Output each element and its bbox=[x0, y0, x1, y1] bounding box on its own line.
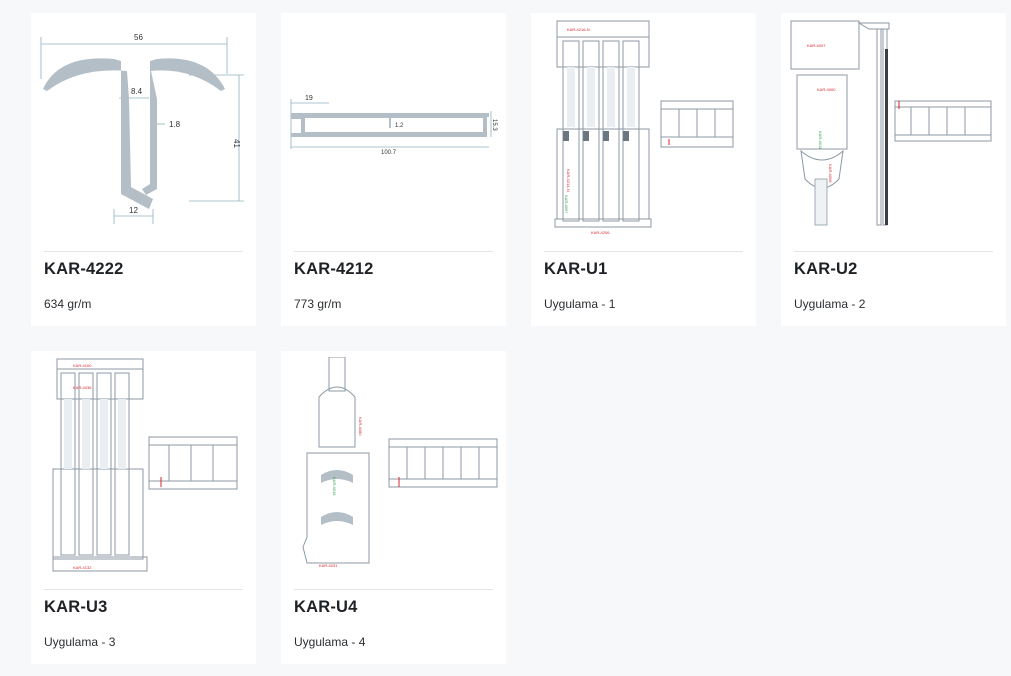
product-title[interactable]: KAR-U3 bbox=[44, 598, 108, 616]
product-card-kar-u3[interactable]: KAR-4100 KAR-4036 KAR-4132 KAR-U3 Uygula… bbox=[31, 351, 256, 664]
product-title[interactable]: KAR-U1 bbox=[544, 260, 608, 278]
product-card-kar-4222[interactable]: 56 8.4 1.8 41 12 KAR-4222 634 gr/m bbox=[31, 13, 256, 326]
card-divider bbox=[294, 589, 493, 590]
label-green: KAR-4016 bbox=[332, 477, 337, 496]
dim-width-label: 100.7 bbox=[381, 150, 397, 156]
product-application: Uygulama - 1 bbox=[544, 297, 616, 311]
product-application: Uygulama - 2 bbox=[794, 297, 866, 311]
card-divider bbox=[544, 251, 743, 252]
dim-base-label: 12 bbox=[129, 206, 138, 215]
application-drawing-u2[interactable]: KAR-4007 KAR-4000 KAR-4011 KAR-4008 bbox=[789, 19, 998, 241]
label-mid: KAR-4036 bbox=[73, 385, 92, 390]
dim-inner-label: 8.4 bbox=[131, 87, 143, 96]
application-drawing-u4[interactable]: KAR-4080 KAR-4016 KAR-4031 bbox=[289, 357, 498, 579]
dim-width-label: 56 bbox=[134, 33, 143, 42]
label-mid: KAR-4000 bbox=[817, 87, 836, 92]
product-title[interactable]: KAR-4212 bbox=[294, 260, 374, 278]
label-top: KAR-4216-N bbox=[567, 27, 590, 32]
product-card-kar-u4[interactable]: KAR-4080 KAR-4016 KAR-4031 KAR-U4 Uygula… bbox=[281, 351, 506, 664]
label-bottom: KAR-4206 bbox=[591, 230, 610, 235]
profile-drawing-kar-4212[interactable]: 19 1.2 15.3 100.7 bbox=[289, 19, 498, 241]
product-card-kar-4212[interactable]: 19 1.2 15.3 100.7 KAR-4212 773 gr/m bbox=[281, 13, 506, 326]
label-top: KAR-4080 bbox=[358, 417, 363, 436]
product-weight: 634 gr/m bbox=[44, 297, 92, 311]
product-title[interactable]: KAR-U2 bbox=[794, 260, 858, 278]
label-top: KAR-4100 bbox=[73, 363, 92, 368]
label-bottom: KAR-4132 bbox=[73, 565, 92, 570]
card-divider bbox=[794, 251, 993, 252]
dim-wall-label: 1.2 bbox=[395, 123, 404, 129]
card-divider bbox=[44, 251, 243, 252]
card-divider bbox=[294, 251, 493, 252]
label-green: KAR-4011 bbox=[818, 131, 823, 150]
product-application: Uygulama - 4 bbox=[294, 635, 366, 649]
product-application: Uygulama - 3 bbox=[44, 635, 116, 649]
product-title[interactable]: KAR-U4 bbox=[294, 598, 358, 616]
label-top: KAR-4007 bbox=[807, 43, 826, 48]
dim-height-label: 15.3 bbox=[491, 119, 497, 131]
card-divider bbox=[44, 589, 243, 590]
label-green: KAR-4097 bbox=[564, 195, 569, 214]
label-bottom: KAR-4031 bbox=[319, 563, 338, 568]
product-title[interactable]: KAR-4222 bbox=[44, 260, 124, 278]
dim-lip-label: 19 bbox=[305, 95, 313, 102]
product-card-kar-u1[interactable]: KAR-4216-N KAR-4214-N KAR-4097 KAR-4206 … bbox=[531, 13, 756, 326]
label-low: KAR-4008 bbox=[828, 164, 833, 183]
product-weight: 773 gr/m bbox=[294, 297, 342, 311]
application-drawing-u3[interactable]: KAR-4100 KAR-4036 KAR-4132 bbox=[39, 357, 248, 579]
application-drawing-u1[interactable]: KAR-4216-N KAR-4214-N KAR-4097 KAR-4206 bbox=[539, 19, 748, 241]
profile-drawing-kar-4222[interactable]: 56 8.4 1.8 41 12 bbox=[39, 19, 248, 241]
label-mid: KAR-4214-N bbox=[566, 169, 571, 192]
dim-height-label: 41 bbox=[232, 139, 241, 148]
dim-wall-label: 1.8 bbox=[169, 120, 181, 129]
product-card-kar-u2[interactable]: KAR-4007 KAR-4000 KAR-4011 KAR-4008 KAR-… bbox=[781, 13, 1006, 326]
